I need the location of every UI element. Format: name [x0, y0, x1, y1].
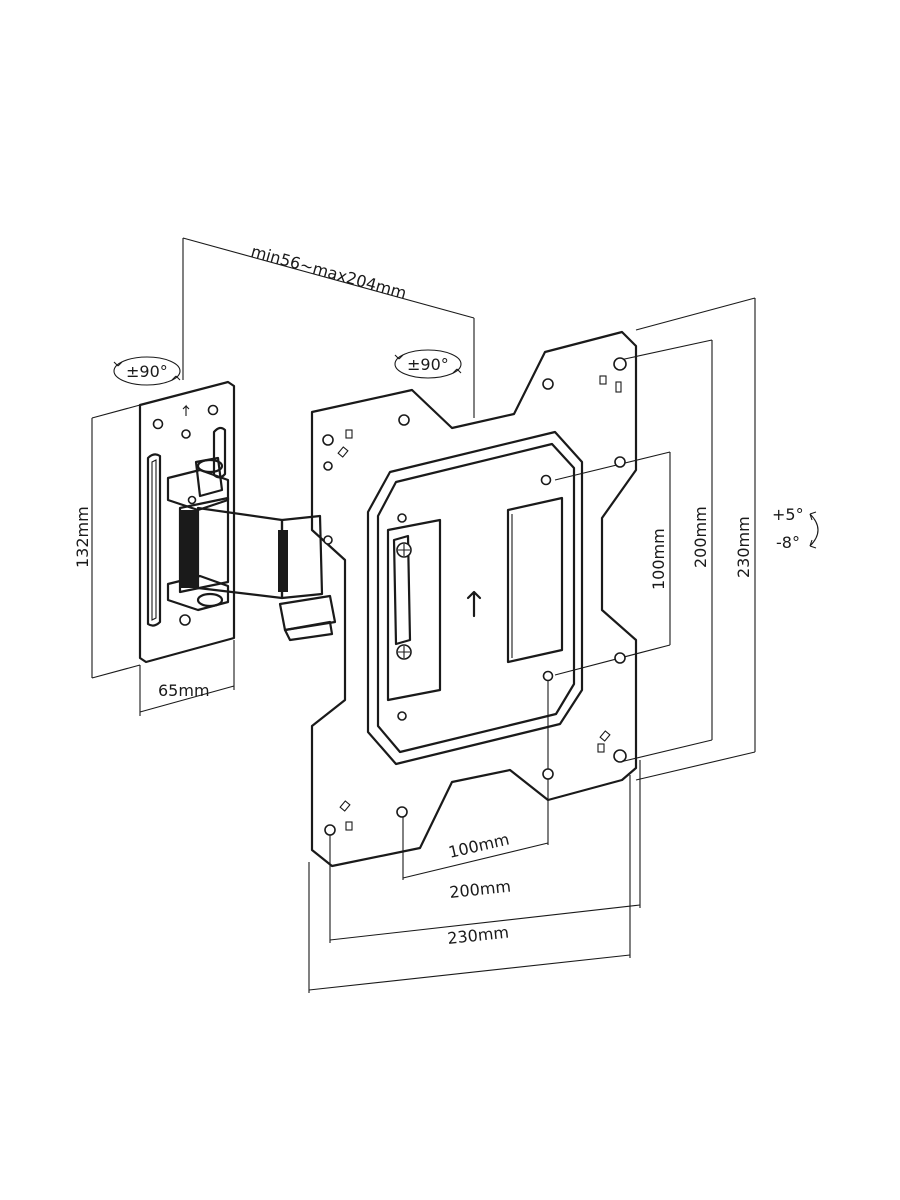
wall-swivel-label: ±90° [126, 362, 168, 381]
vesa-small-v-label: 100mm [649, 528, 668, 590]
arm-extension-label: min56~max204mm [249, 242, 409, 303]
wall-plate-width-label: 65mm [158, 681, 210, 700]
rotation-icon-wall [113, 356, 181, 386]
vesa-mid-h-label: 200mm [448, 877, 511, 902]
rotation-icon-head [394, 349, 462, 379]
wall-plate [138, 380, 236, 664]
wall-plate-height-label: 132mm [73, 506, 92, 568]
vesa-plate [310, 330, 638, 868]
tilt-arrow-icon [809, 511, 819, 549]
vesa-small-h-label: 100mm [447, 830, 511, 862]
tilt-down-label: -8° [776, 533, 800, 552]
head-swivel-label: ±90° [407, 355, 449, 374]
plate-h-label: 230mm [446, 923, 509, 948]
dimension-lines [91, 237, 756, 993]
vesa-mid-v-label: 200mm [691, 506, 710, 568]
plate-v-label: 230mm [734, 516, 753, 578]
tilt-up-label: +5° [772, 505, 804, 524]
swing-arm [166, 456, 337, 642]
